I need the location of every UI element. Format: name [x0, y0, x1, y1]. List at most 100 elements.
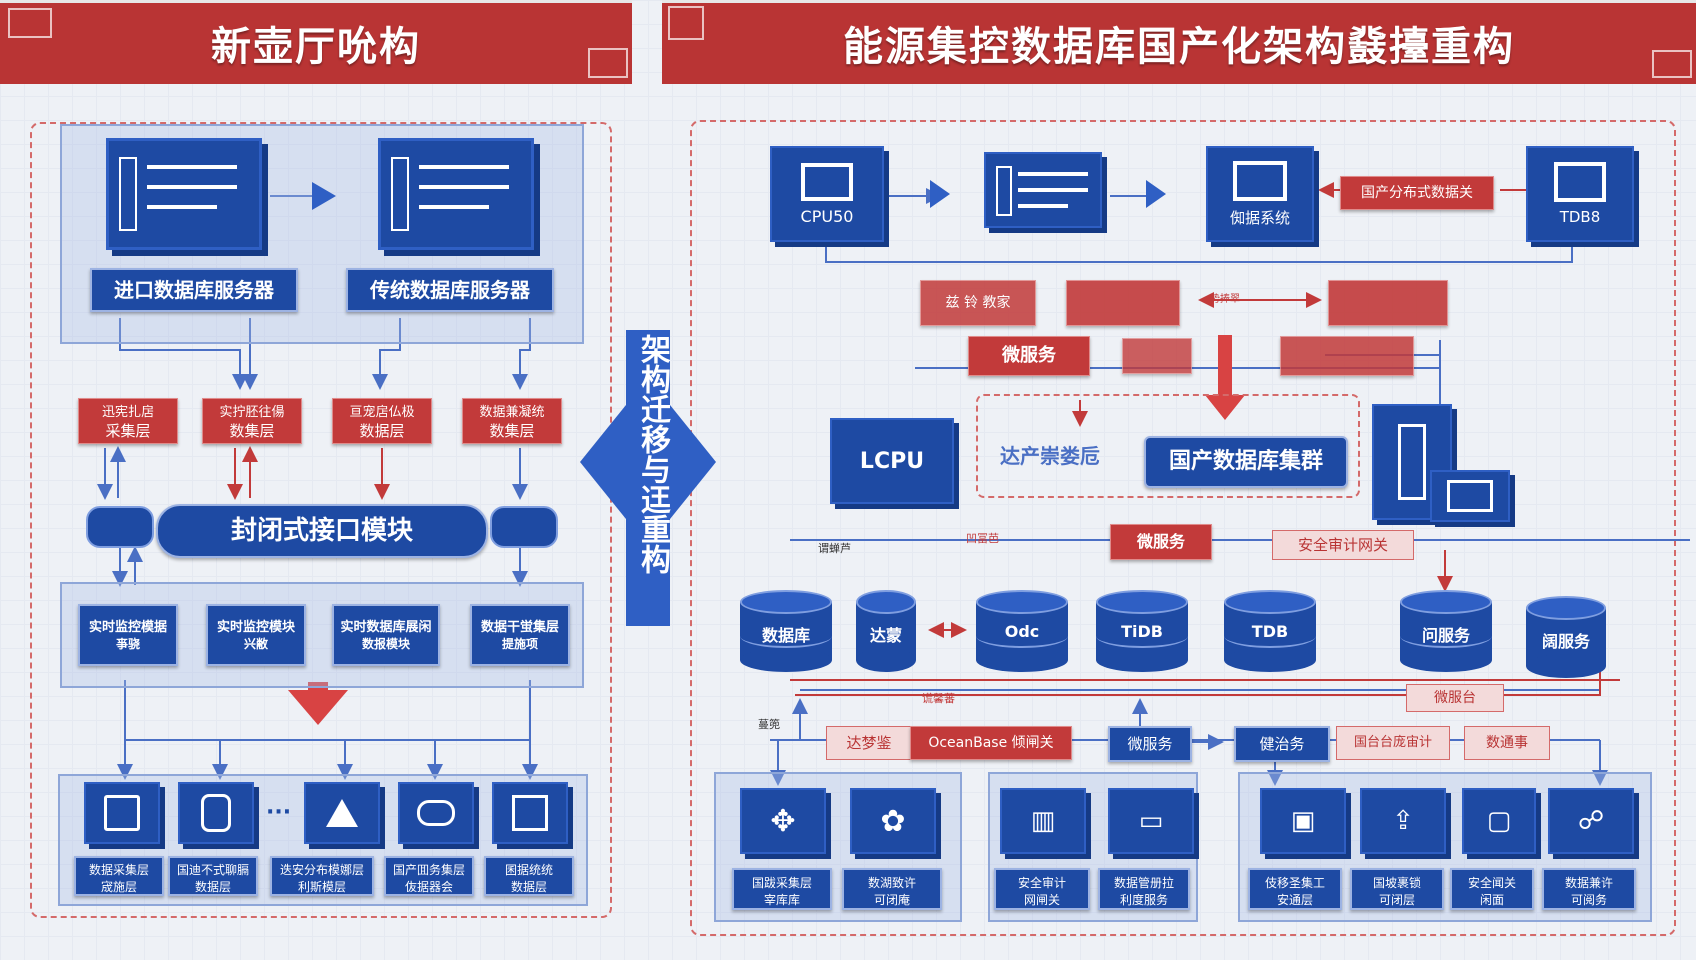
db-cylinder-label: TiDB [1121, 622, 1163, 641]
red-layer-line2: 采集层 [105, 422, 151, 440]
bottom-group-label: 数据管册拉 利度服务 [1098, 868, 1190, 910]
left-banner: 新壶厅吮构 [0, 0, 632, 84]
bottom-group-line2: 闲面 [1479, 893, 1504, 907]
cpu-node: CPU50 [770, 146, 884, 242]
db-cylinder: 阔服务 [1526, 596, 1606, 678]
server-icon [106, 138, 262, 250]
red-bar [1328, 280, 1448, 326]
server-tower-icon [1372, 404, 1452, 520]
right-title: 能源集控数据库国产化架构鼗擡重构 [843, 24, 1515, 70]
migration-label: 架构迁移与迋重构 [635, 334, 670, 574]
line-icon [147, 185, 237, 189]
db-cylinder: 数据库 [740, 590, 832, 672]
right-arrow-icon [312, 182, 336, 210]
db-cylinder: Odc [976, 590, 1068, 672]
server-rack-icon [996, 166, 1012, 216]
tiny-label: 谎馨蕃 [922, 692, 955, 705]
server-rack-icon [119, 157, 137, 231]
lcpu-label: LCPU [859, 448, 925, 474]
service-label: 微服务 [1108, 726, 1192, 762]
red-block [1122, 338, 1192, 374]
cluster-icon: ✿ [850, 788, 936, 854]
chain-icon: ☍ [1548, 788, 1634, 854]
fret-ornament-icon [8, 8, 52, 38]
service-label: OceanBase 倾闸关 [910, 726, 1072, 760]
service-label: 健治务 [1234, 726, 1330, 762]
bottom-group-label: 安全审计 网闸关 [994, 868, 1090, 910]
right-arrow-icon [930, 180, 950, 208]
left-diamond-arrow-icon [580, 400, 630, 524]
bottom-group-line1: 安全审计 [1017, 876, 1066, 890]
monitor-icon [1233, 160, 1287, 201]
module-box: 实时监控模据 亊骁 [78, 604, 178, 666]
bottom-item-line2: 宬施层 [100, 880, 137, 894]
db-cylinder-label: Odc [1004, 622, 1040, 641]
bottom-group-line2: 网闸关 [1023, 893, 1060, 907]
bottom-group-line1: 国跋采集层 [751, 876, 812, 890]
module-line2: 提施项 [501, 637, 538, 651]
bottom-group-label: 国跋采集层 宰库库 [732, 868, 832, 910]
tiny-label: 凹冨芭 [966, 532, 999, 545]
share-icon: ⇪ [1360, 788, 1446, 854]
bottom-group-line2: 宰库库 [763, 893, 800, 907]
red-block [1280, 336, 1414, 376]
distributed-gateway-label: 国产分布式数据关 [1340, 176, 1494, 210]
bottom-group-line2: 利度服务 [1119, 893, 1168, 907]
red-layer-line2: 数集层 [489, 422, 535, 440]
import-db-server-label: 进口数据库服务器 [90, 268, 298, 312]
red-layer-box: 实拧胚往偒 数集层 [202, 398, 302, 444]
server-rack-icon [391, 157, 409, 231]
module-line2: 兴敝 [243, 637, 268, 651]
closed-interface-module: 封闭式接口模块 [156, 504, 488, 558]
data-system-label: 倁据系统 [1229, 208, 1290, 227]
line-icon [147, 165, 237, 169]
db-cylinder: TDB [1224, 590, 1316, 672]
bottom-group-line1: 数湖致许 [867, 876, 916, 890]
right-banner: 能源集控数据库国产化架构鼗擡重构 [662, 0, 1696, 84]
db-cylinder-label: 问服务 [1421, 626, 1470, 645]
line-icon [1018, 188, 1088, 192]
move-icon: ✥ [740, 788, 826, 854]
service-label: 数通事 [1464, 726, 1550, 760]
cluster-zone [976, 394, 1360, 498]
bottom-group-line2: 可闭层 [1378, 893, 1415, 907]
domestic-db-cluster: 国产数据库集群 [1144, 436, 1348, 488]
lcpu-node: LCPU [830, 418, 954, 504]
bottom-item-line1: 迭安分布模娜层 [279, 863, 364, 877]
ellipsis: ··· [266, 800, 292, 825]
red-layer-line1: 实拧胚往偒 [219, 405, 285, 420]
red-layer-box: 数据兼凝统 数集层 [462, 398, 562, 444]
bottom-item-line1: 囷据统统 [504, 863, 553, 877]
line-icon [147, 205, 217, 209]
bottom-item-line2: 数据层 [510, 880, 547, 894]
module-line1: 数据干蛍集层 [480, 620, 559, 635]
tdb-node-label: TDB8 [1559, 208, 1601, 226]
left-title: 新壶厅吮构 [211, 24, 421, 70]
red-layer-line2: 数据层 [359, 422, 405, 440]
legacy-db-server-label: 传统数据库服务器 [346, 268, 554, 312]
line-icon [1018, 172, 1088, 176]
bottom-group-label: 伎移圣集工 安通层 [1248, 868, 1342, 910]
cloud-sync-icon [398, 782, 474, 844]
micro-platform-label: 微服台 [1406, 684, 1504, 712]
db-cylinder-label: 达蒙 [869, 626, 902, 645]
fret-ornament-icon [668, 6, 704, 40]
red-layer-line1: 迅宪扎扂 [101, 405, 154, 420]
module-box: 实时数据库展闲 数报模块 [332, 604, 440, 666]
bottom-item-line1: 国迪不式聊膈 [176, 863, 249, 877]
building-icon: ▥ [1000, 788, 1086, 854]
bottom-item-label: 国迪不式聊膈 数据层 [168, 856, 258, 896]
line-icon [419, 205, 489, 209]
micro-service-2-label: 微服务 [1110, 524, 1212, 560]
module-line1: 实时数据库展闲 [340, 620, 432, 635]
micro-service-label: 微服务 [968, 336, 1090, 376]
bottom-item-line2: 数据层 [194, 880, 231, 894]
bottom-item-line1: 数据采集层 [88, 863, 149, 877]
red-layer-line1: 数据兼凝统 [479, 405, 545, 420]
server-icon [378, 138, 534, 250]
bottom-group-label: 数据兼许 可阅务 [1542, 868, 1636, 910]
bottom-group-label: 数湖致许 可闭庵 [842, 868, 942, 910]
security-audit-gateway: 安全审计网关 [1272, 530, 1414, 560]
bottom-group-label: 国坡裹锁 可闭层 [1350, 868, 1444, 910]
